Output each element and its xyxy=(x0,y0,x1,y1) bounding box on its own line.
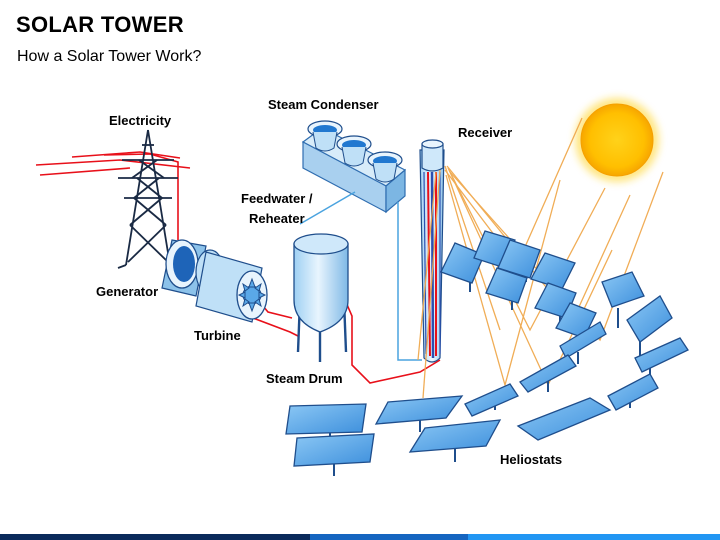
electricity-pylon xyxy=(117,129,179,269)
label-turbine: Turbine xyxy=(194,328,241,343)
turbine xyxy=(195,251,268,323)
condenser-inlet xyxy=(307,120,343,152)
condenser-inlet xyxy=(367,151,403,183)
label-receiver: Receiver xyxy=(458,125,512,140)
label-steam-drum: Steam Drum xyxy=(266,371,343,386)
heliostat xyxy=(559,321,607,364)
heliostat xyxy=(516,397,612,441)
label-steam-condenser: Steam Condenser xyxy=(268,97,379,112)
heliostat-field xyxy=(285,230,689,476)
steam-drum xyxy=(293,233,349,362)
sun xyxy=(575,98,659,182)
page-title: SOLAR TOWER xyxy=(16,12,184,37)
heliostat xyxy=(601,271,645,328)
heliostat xyxy=(626,295,673,356)
label-generator: Generator xyxy=(96,284,158,299)
footer-segment-dark xyxy=(0,534,310,540)
heliostat xyxy=(408,419,502,462)
steam-condenser xyxy=(301,120,407,214)
heliostat xyxy=(293,433,375,476)
heliostat xyxy=(607,373,659,411)
power-lines xyxy=(35,151,191,240)
heliostat xyxy=(440,242,485,292)
footer-segment-mid xyxy=(309,534,468,540)
label-electricity: Electricity xyxy=(109,113,172,128)
feedwater-line xyxy=(299,191,356,225)
heliostat xyxy=(485,267,528,310)
page-subtitle: How a Solar Tower Work? xyxy=(17,48,202,65)
label-heliostats: Heliostats xyxy=(500,452,562,467)
footer-bar xyxy=(0,534,720,540)
heliostat xyxy=(519,354,577,393)
label-reheater: Reheater xyxy=(249,211,305,226)
condenser-inlet xyxy=(336,135,372,167)
label-feedwater: Feedwater / xyxy=(241,191,313,206)
heliostat xyxy=(634,337,689,378)
footer-segment-light xyxy=(467,534,720,540)
cold-return-line xyxy=(397,202,422,361)
heliostat xyxy=(374,395,464,432)
heliostat xyxy=(464,383,519,417)
